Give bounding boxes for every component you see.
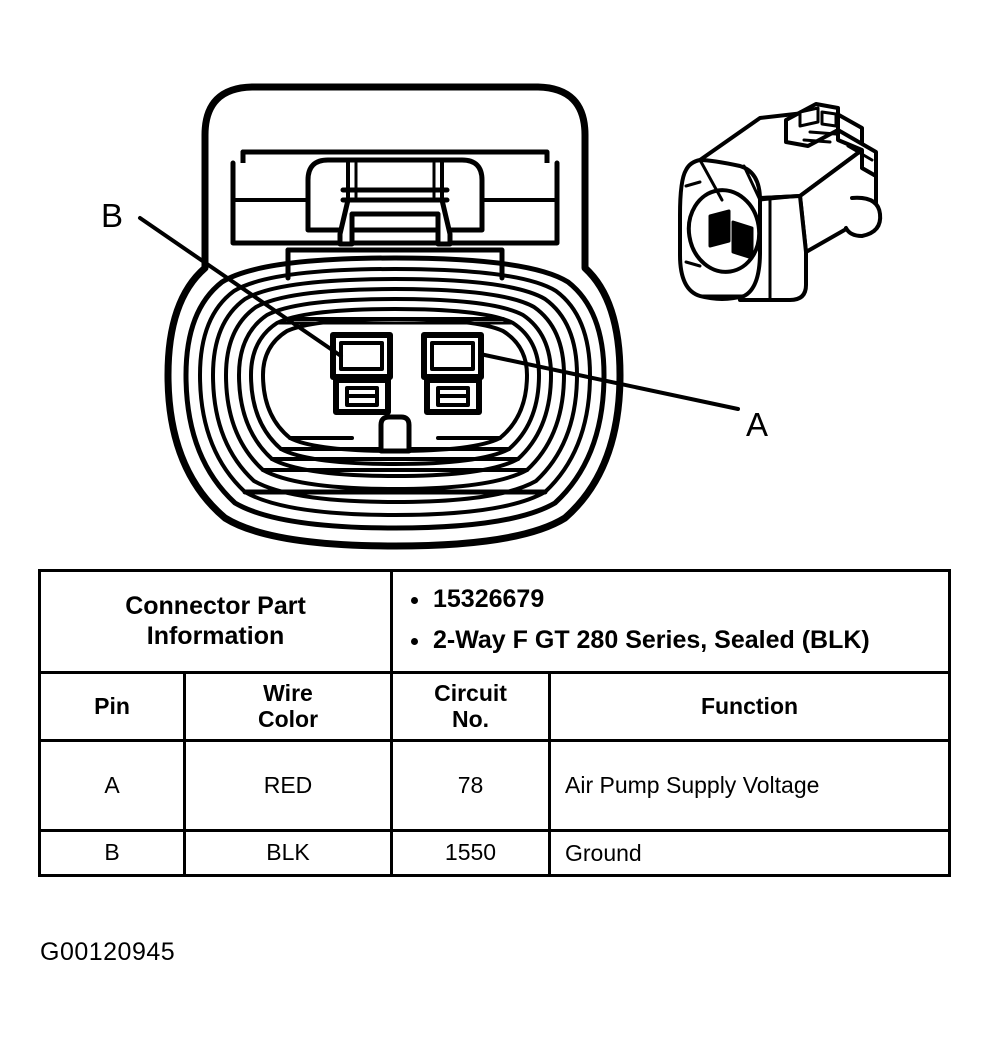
terminal-cavity-a (421, 332, 484, 415)
header-circuit-line1: Circuit (434, 680, 507, 706)
iso-lock-wing-line (846, 144, 874, 162)
latch-lower-flange (285, 247, 505, 281)
value-circuit-no: 1550 (444, 839, 497, 866)
cell-header-pin: Pin (38, 671, 186, 742)
iso-latch-detail-1 (798, 106, 820, 128)
part-description: 2-Way F GT 280 Series, Sealed (BLK) (433, 625, 870, 654)
cell-circuit-no: 78 (390, 738, 551, 832)
part-number: 15326679 (433, 585, 545, 613)
iso-terminal-b (731, 220, 754, 260)
connector-isometric-view (678, 102, 883, 302)
cell-function: Air Pump Supply Voltage (548, 738, 951, 832)
header-function-line1: Function (700, 693, 799, 720)
cell-function: Ground (548, 828, 951, 877)
callout-a-label: A (746, 406, 768, 443)
cell-circuit-no: 1550 (390, 828, 551, 877)
bullet-icon (411, 597, 418, 604)
iso-lock-wing (836, 128, 878, 178)
iso-terminal-a (708, 209, 731, 248)
iso-seam-1 (742, 164, 762, 202)
callout-a-leader (478, 352, 740, 411)
cell-header-function: Function (548, 671, 951, 742)
connector-information-table: Connector Part Information 15326679 (38, 569, 951, 877)
callout-b-leader (138, 216, 343, 358)
iso-collar-ridge (684, 180, 702, 268)
table-row-part-info: Connector Part Information 15326679 (38, 569, 951, 674)
face-ring-1 (183, 255, 607, 531)
header-wire-line1: Wire (263, 680, 313, 706)
value-function: Air Pump Supply Voltage (565, 772, 820, 798)
header-circuit-line2: No. (451, 706, 490, 733)
bullet-icon (411, 637, 418, 645)
part-info-item: 2-Way F GT 280 Series, Sealed (BLK) (403, 625, 938, 656)
face-ring-2 (198, 267, 592, 517)
value-function: Ground (565, 839, 642, 866)
value-pin: B (104, 839, 120, 866)
iso-side-loop (844, 195, 883, 238)
table-row-column-headers: Pin Wire Color Circuit No. (38, 671, 951, 742)
cell-header-circuit-no: Circuit No. (390, 671, 551, 742)
cell-part-info-values: 15326679 2-Way F GT 280 Series, Sealed (… (390, 569, 951, 674)
value-wire-color: BLK (266, 839, 310, 866)
latch-leg-right (435, 197, 453, 247)
part-info-list: 15326679 2-Way F GT 280 Series, Sealed (… (403, 584, 938, 655)
part-info-label-line2: Information (146, 621, 285, 650)
value-wire-color: RED (263, 771, 313, 798)
connector-figure-svg: B A (101, 83, 883, 550)
face-ring-4 (224, 287, 566, 491)
value-pin: A (104, 771, 120, 798)
cell-pin: B (38, 828, 186, 877)
iso-seam-2 (758, 194, 802, 202)
header-wire-line2: Color (257, 706, 319, 733)
cell-part-info-label: Connector Part Information (38, 569, 393, 674)
face-ring-6 (249, 307, 541, 466)
part-info-label-line1: Connector Part (125, 592, 306, 620)
cavity-a-inner-top (430, 341, 475, 371)
connector-face-view (164, 83, 624, 550)
header-pin-line1: Pin (94, 693, 130, 720)
figure-caption: G00120945 (40, 938, 176, 966)
connector-figure: B A (101, 83, 883, 550)
callout-b-label: B (101, 197, 123, 234)
iso-seam-5 (698, 158, 724, 202)
iso-latch-detail-2 (820, 110, 838, 128)
cavity-b-inner-top (339, 341, 384, 371)
cell-header-wire-color: Wire Color (183, 671, 393, 742)
face-polarizing-key (378, 414, 412, 454)
latch-leg-left (337, 197, 355, 247)
value-circuit-no: 78 (457, 771, 484, 798)
table-row: A RED 78 Air Pump Supply Voltage (38, 738, 951, 832)
part-info-item: 15326679 (403, 584, 938, 615)
cell-pin: A (38, 738, 186, 832)
cell-wire-color: RED (183, 738, 393, 832)
terminal-cavity-b (330, 332, 393, 415)
latch-tab (305, 157, 485, 233)
cell-wire-color: BLK (183, 828, 393, 877)
iso-latch-ribs (802, 130, 838, 144)
table-row: B BLK 1550 Ground (38, 828, 951, 877)
